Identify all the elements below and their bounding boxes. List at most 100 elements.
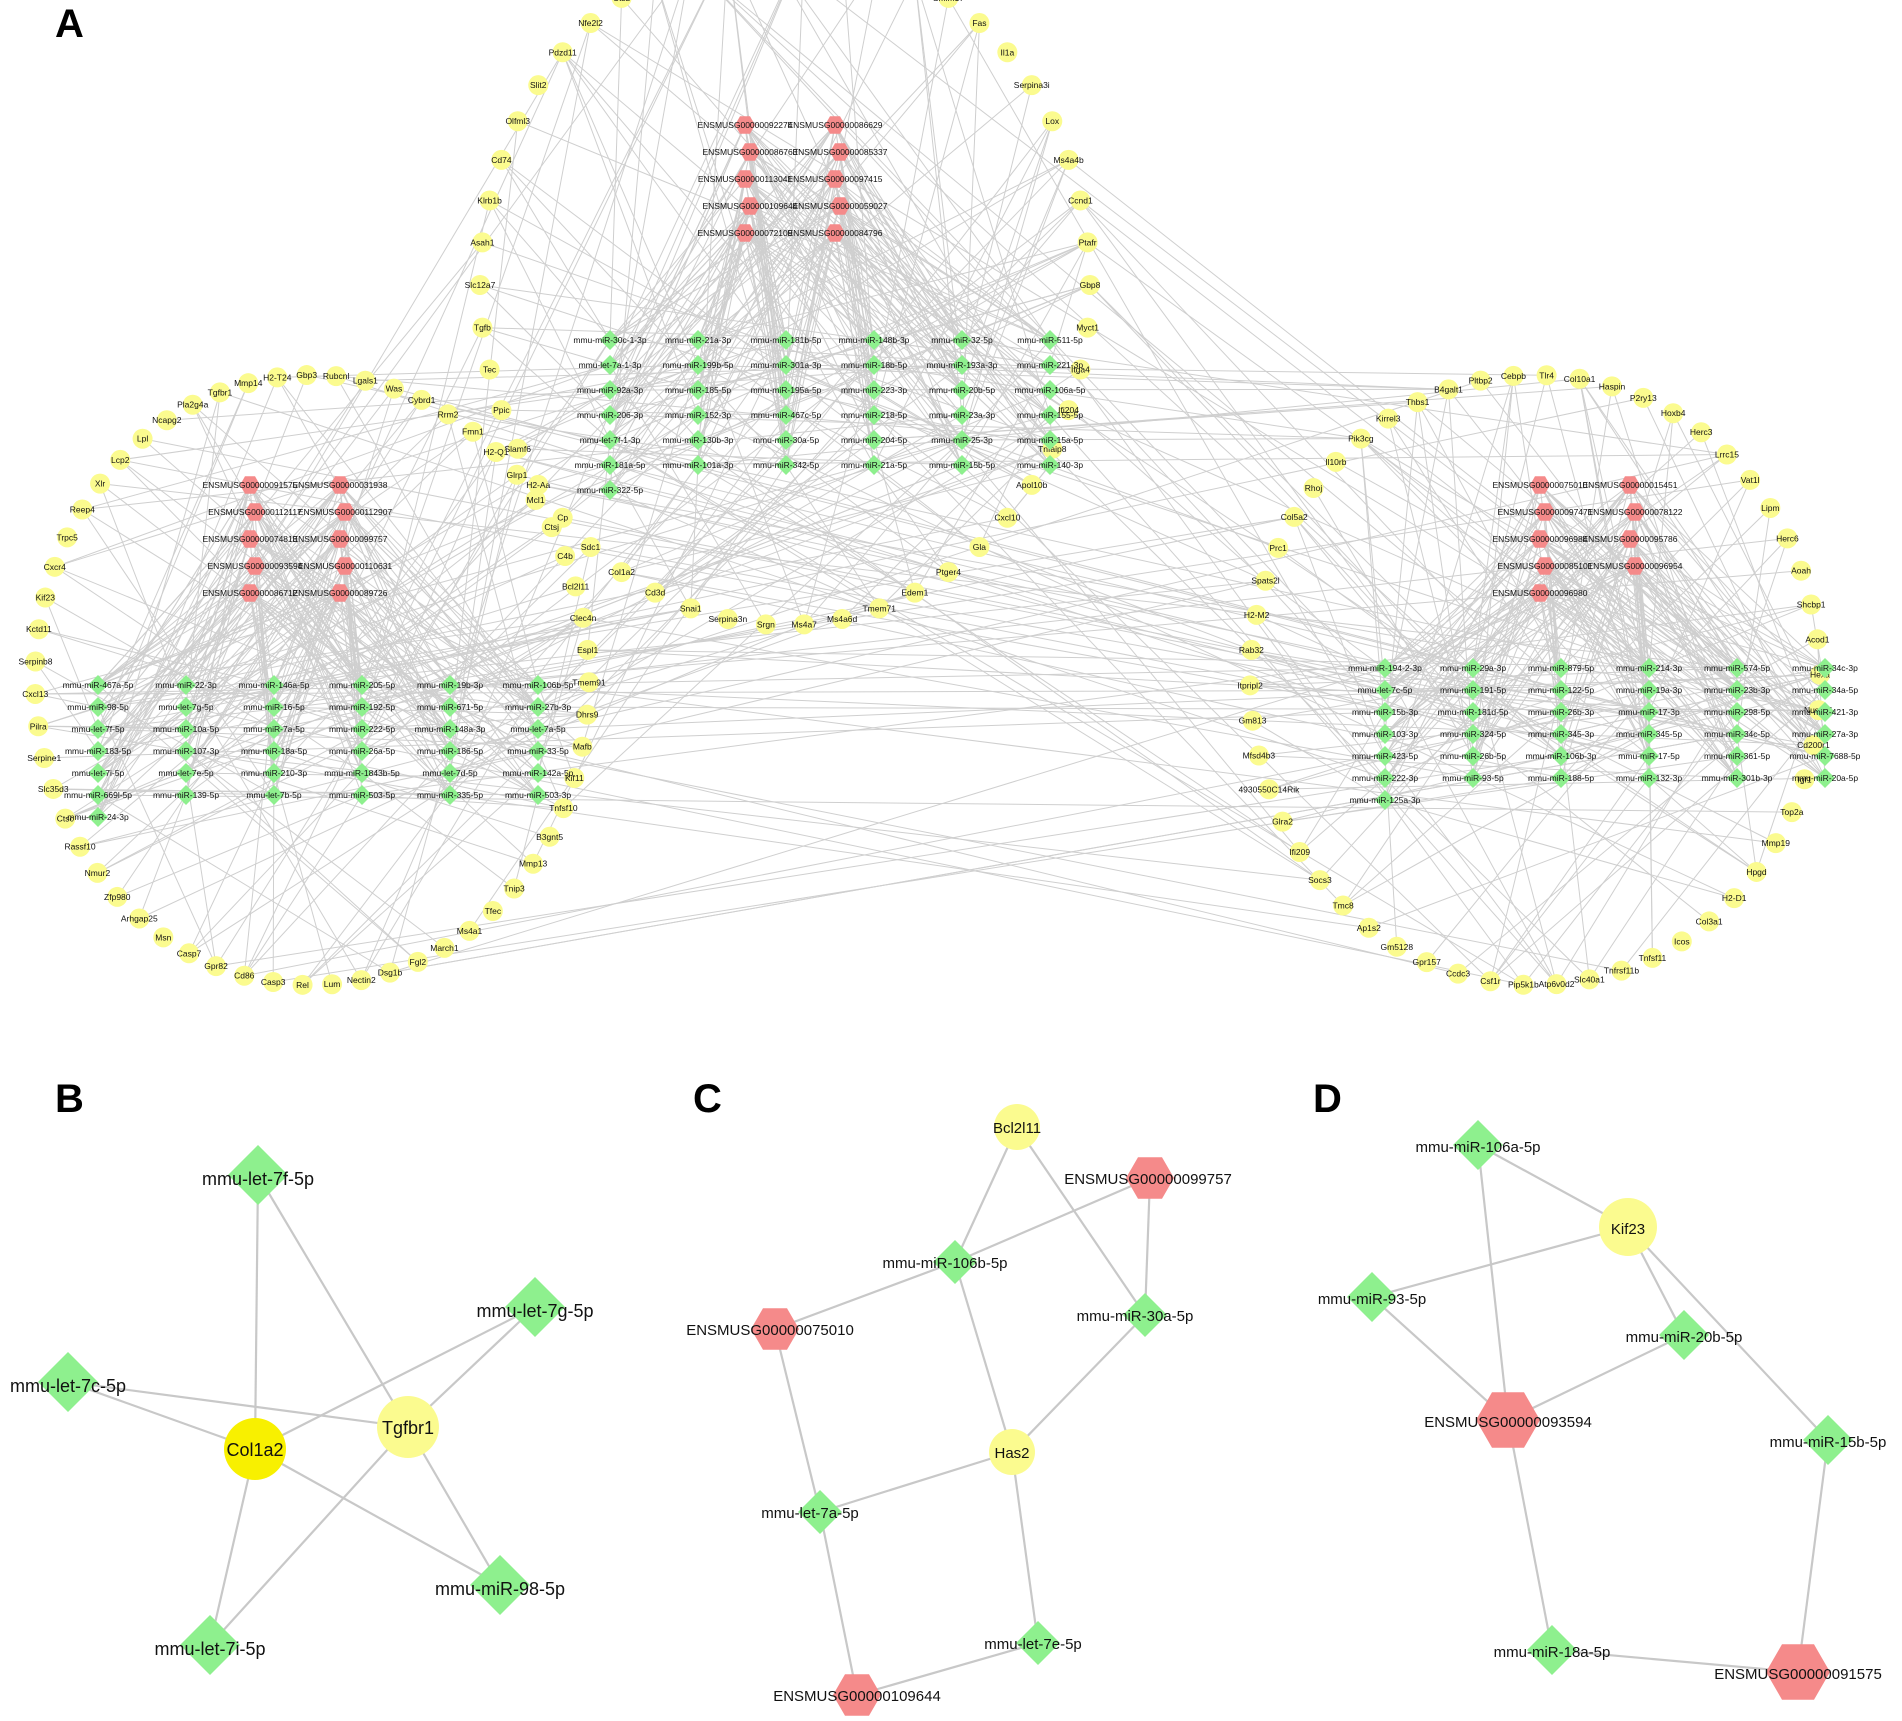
gene-label: Gm5128 (1381, 942, 1414, 952)
mirna-label: mmu-miR-186-5p (417, 746, 483, 756)
gene-label: Kctd11 (26, 624, 52, 634)
edge (1010, 1451, 1040, 1644)
mirna-label: mmu-miR-30a-5p (753, 435, 819, 445)
edge (1384, 565, 1636, 691)
gene-node (379, 962, 400, 983)
edge (1384, 755, 1398, 947)
gene-node (1258, 779, 1279, 800)
edge (97, 431, 474, 796)
lncrna-label: ENSMUSG00000085337 (793, 147, 888, 157)
mirna-node (1639, 724, 1659, 744)
mirna-node (88, 675, 108, 695)
edge (97, 538, 251, 796)
edge (1360, 438, 1650, 669)
edge (1342, 711, 1474, 906)
gene-label: Espl1 (577, 645, 599, 655)
edge (836, 0, 1826, 757)
edge (1490, 689, 1826, 982)
mirna-label: mmu-miR-26b-5p (1440, 751, 1506, 761)
edge (1588, 755, 1738, 980)
gene-label: Gla (973, 542, 987, 552)
mirna-node (440, 763, 460, 783)
lncrna-label: ENSMUSG00000096954 (1588, 561, 1683, 571)
gene-label: Ccnd1 (1068, 195, 1093, 205)
edge (961, 339, 1728, 456)
edge (449, 22, 592, 774)
edge (449, 454, 1728, 752)
mirna-label: mmu-miR-106b-3p (1526, 751, 1597, 761)
panel-c-lnc-label: ENSMUSG00000099757 (1064, 1171, 1232, 1188)
edge (785, 364, 1266, 582)
gene-label: Asah1 (470, 237, 494, 247)
edge (1472, 667, 1558, 985)
mirna-node (952, 430, 972, 450)
edge (736, 0, 1650, 757)
edge (697, 178, 746, 391)
mirna-label: mmu-miR-191-5p (1440, 685, 1506, 695)
gene-label: Cybrd1 (408, 395, 436, 405)
mirna-label: mmu-miR-188-5p (1528, 773, 1594, 783)
gene-label: Slit2 (530, 80, 547, 90)
panel-c-lnc-label: ENSMUSG00000109644 (773, 1688, 941, 1705)
edge (1490, 777, 1650, 982)
edge (243, 728, 363, 976)
gene-node (70, 836, 91, 857)
edge (1360, 438, 1386, 691)
gene-node (1611, 960, 1632, 981)
lncrna-label: ENSMUSG00000089726 (293, 588, 388, 598)
mirna-node (264, 763, 284, 783)
mirna-label: mmu-miR-199b-5p (663, 360, 734, 370)
gene-label: Hoxb4 (1661, 408, 1686, 418)
edge (97, 592, 341, 818)
mirna-label: mmu-miR-22-3p (155, 680, 217, 690)
edge (590, 546, 1386, 691)
gene-node (553, 798, 574, 819)
gene-label: Serpina3i (1014, 80, 1050, 90)
edge (1319, 711, 1474, 881)
mirna-node (88, 807, 108, 827)
edge (609, 232, 836, 491)
gene-label: H2-Aa (526, 480, 550, 490)
edge (1080, 200, 1474, 735)
edge (1384, 667, 1557, 985)
gene-node (997, 507, 1018, 528)
edge (35, 689, 1562, 695)
edge (609, 232, 836, 441)
mirna-label: mmu-miR-17-3p (1618, 707, 1680, 717)
edge (192, 404, 539, 708)
panel-d-mirna-node (1803, 1415, 1853, 1465)
mirna-label: mmu-miR-223-3p (841, 385, 907, 395)
mirna-label: mmu-miR-34c-3p (1792, 663, 1858, 673)
gene-label: Ms4a7 (791, 619, 817, 629)
edge (1544, 511, 1826, 669)
gene-node (1781, 802, 1802, 823)
gene-label: Atp6v0d2 (1539, 979, 1575, 989)
gene-node (1448, 963, 1469, 984)
edge (1049, 339, 1524, 986)
edge (1299, 777, 1386, 853)
edge (609, 241, 1088, 441)
edge (1648, 733, 1653, 958)
edge (344, 565, 363, 686)
gene-label: Cd86 (234, 971, 255, 981)
mirna-node (264, 741, 284, 761)
edge (1476, 1144, 1510, 1421)
gene-node (472, 232, 493, 253)
edge (609, 389, 1300, 853)
gene-node (504, 878, 525, 899)
gene-label: Kirrel3 (1376, 414, 1401, 424)
edge (54, 339, 787, 568)
gene-node (904, 582, 925, 603)
lncrna-label: ENSMUSG00000113041 (698, 174, 793, 184)
edge (1089, 284, 1474, 691)
edge (562, 52, 699, 416)
mirna-node (600, 330, 620, 350)
gene-label: Lrrc15 (1715, 450, 1739, 460)
edge (1371, 1296, 1509, 1421)
gene-node (1240, 675, 1261, 696)
gene-label: Tnfaip8 (1038, 444, 1067, 454)
edge (697, 389, 949, 573)
edge (839, 205, 1051, 341)
edge (215, 339, 611, 967)
edge (361, 684, 588, 716)
